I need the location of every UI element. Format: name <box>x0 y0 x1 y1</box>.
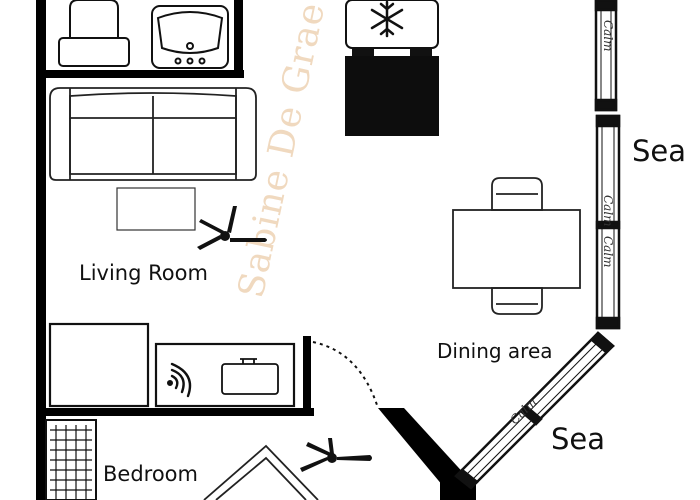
dining-set <box>452 177 581 315</box>
room-label-bedroom: Bedroom <box>103 462 198 486</box>
kitchen <box>48 322 296 408</box>
windows <box>454 0 621 490</box>
bedroom-diagonal-wall <box>378 408 468 492</box>
ceiling-fan-icon <box>197 206 267 250</box>
sink-icon <box>151 5 229 69</box>
ceiling-fan-icon <box>300 438 372 472</box>
room-label-living-room: Living Room <box>79 261 208 285</box>
wardrobe <box>45 419 97 500</box>
chair-top <box>491 177 543 211</box>
bedroom-top-wall <box>44 408 314 416</box>
fridge <box>48 322 150 408</box>
coffee-table <box>116 187 196 231</box>
toilet-icon <box>58 0 130 67</box>
view-label-sea-southeast: Sea <box>551 422 606 456</box>
window-text-1: Calm <box>601 20 615 52</box>
bathroom-east-wall <box>234 0 243 78</box>
kitchen-partition <box>303 336 311 416</box>
window-north <box>594 0 618 112</box>
tv-cabinet <box>345 48 439 136</box>
microwave <box>221 363 279 395</box>
view-label-sea-east: Sea <box>632 134 687 168</box>
kitchen-counter <box>154 342 296 408</box>
air-conditioner <box>345 0 439 49</box>
bathroom-bottom-wall <box>44 70 244 78</box>
window-text-3: Calm <box>601 236 615 268</box>
room-label-dining-area: Dining area <box>437 339 553 363</box>
walls <box>36 0 476 500</box>
dining-table <box>452 209 581 289</box>
wifi-icon <box>166 362 192 398</box>
door-swing <box>312 341 379 409</box>
west-wall <box>36 0 46 500</box>
sofa-icon <box>49 87 257 181</box>
bed <box>203 444 319 500</box>
window-text-2: Calm <box>601 195 615 227</box>
snowflake-icon <box>370 0 404 38</box>
chair-bottom <box>491 287 543 315</box>
